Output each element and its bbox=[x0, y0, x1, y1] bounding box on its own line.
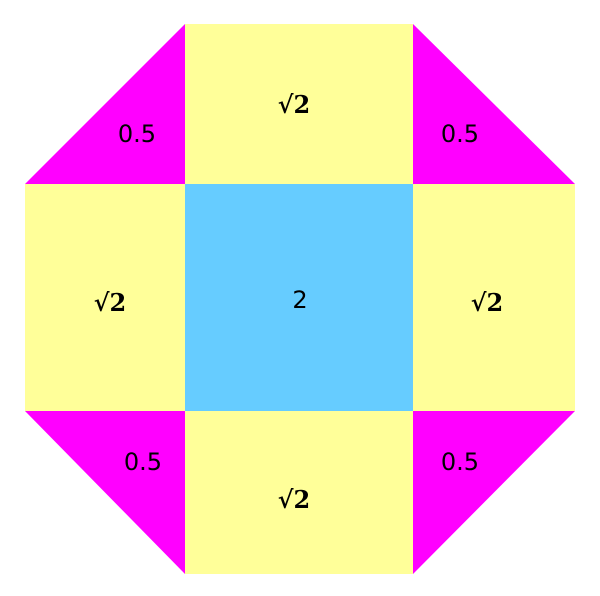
rect-bottom-label: √2 bbox=[278, 485, 310, 514]
triangle-top-right bbox=[413, 24, 575, 184]
rect-right bbox=[413, 184, 575, 411]
rect-right-label: √2 bbox=[471, 288, 503, 317]
rect-left-label: √2 bbox=[94, 288, 126, 317]
triangle-top-left bbox=[25, 24, 185, 184]
rect-bottom bbox=[185, 411, 413, 574]
center-square-label: 2 bbox=[292, 286, 307, 314]
triangle-top-left-label: 0.5 bbox=[118, 120, 156, 148]
triangle-bottom-right-label: 0.5 bbox=[441, 448, 479, 476]
triangle-bottom-left-label: 0.5 bbox=[124, 448, 162, 476]
rect-top-label: √2 bbox=[278, 90, 310, 119]
center-square bbox=[185, 184, 413, 411]
rect-left bbox=[25, 184, 185, 411]
triangle-bottom-right bbox=[413, 411, 575, 574]
rect-top bbox=[185, 24, 413, 184]
triangle-top-right-label: 0.5 bbox=[441, 120, 479, 148]
triangle-bottom-left bbox=[25, 411, 185, 574]
